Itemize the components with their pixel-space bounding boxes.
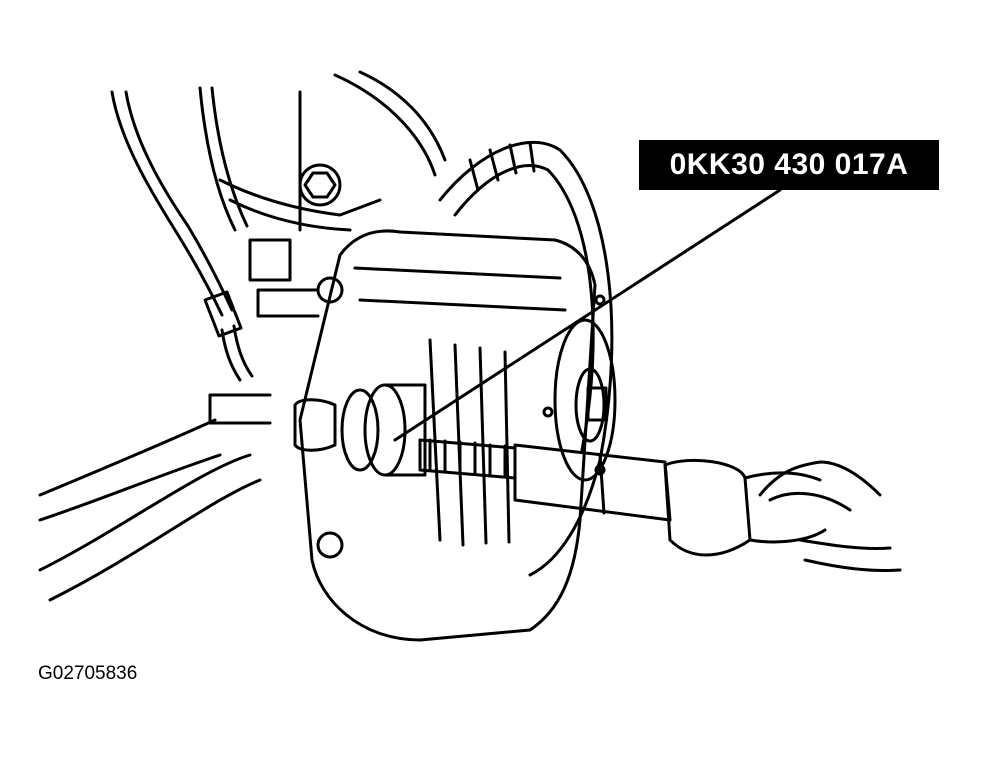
steering-knuckle	[218, 70, 447, 232]
brake-caliper	[208, 229, 597, 642]
piston-compressor-tool	[293, 383, 827, 557]
part-number-label: 0KK30 430 017A	[669, 148, 909, 181]
brake-hose	[110, 86, 254, 382]
callout-leader-line	[393, 188, 782, 442]
knuckle-bolt	[298, 163, 342, 207]
figure-id: G02705836	[38, 663, 138, 684]
control-arm	[38, 418, 262, 602]
part-number-callout: 0KK30 430 017A	[639, 140, 939, 190]
wheel-hub	[553, 318, 617, 482]
hand	[758, 460, 902, 572]
